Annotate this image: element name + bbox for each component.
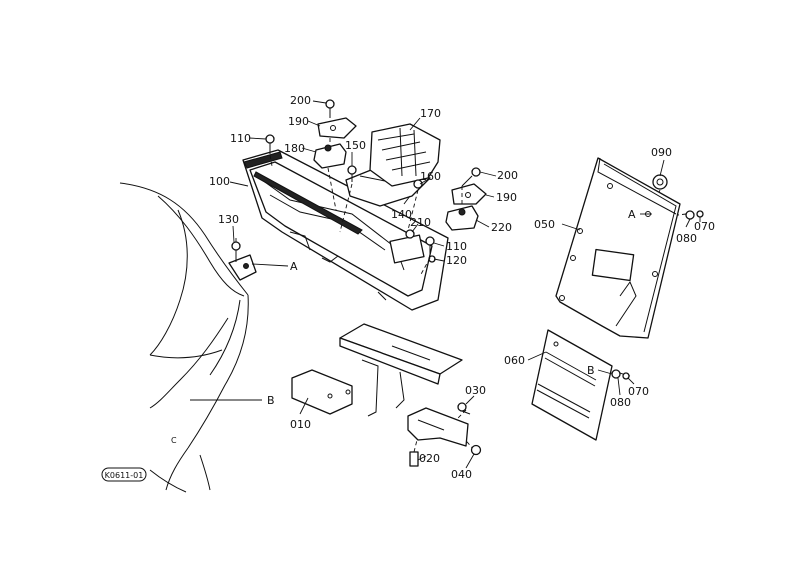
- bolt-020-stud: [409, 451, 419, 467]
- callout-labels: 200 190 180 110 100 130 150 170 160 200 …: [209, 94, 715, 481]
- stay-bracket-020: [407, 407, 469, 447]
- callout-010: 010: [290, 418, 311, 431]
- plate-190-left: [317, 117, 357, 139]
- plate-190-right: [451, 183, 487, 205]
- ref-a-left: A: [290, 260, 298, 273]
- callout-210: 210: [410, 216, 431, 229]
- ref-c-mark: C: [171, 436, 177, 445]
- callout-190-left: 190: [288, 115, 309, 128]
- callout-200-left: 200: [290, 94, 311, 107]
- ref-b-left: B: [267, 394, 275, 407]
- callout-140: 140: [391, 208, 412, 221]
- fastener-080-070-lower: [611, 369, 630, 380]
- callout-080-lower: 080: [610, 396, 631, 409]
- rubber-mount-220: [445, 205, 479, 231]
- leader-lines: [190, 100, 701, 469]
- callout-150: 150: [345, 139, 366, 152]
- bolt-110-right: [425, 236, 435, 256]
- bolt-110-left: [265, 134, 275, 154]
- bolt-200-right: [461, 167, 481, 187]
- callout-080-upper: 080: [676, 232, 697, 245]
- callout-170: 170: [420, 107, 441, 120]
- boot-cover-170: [369, 123, 441, 187]
- nut-160: [413, 179, 423, 189]
- bolt-200-left: [325, 99, 335, 118]
- callout-100: 100: [209, 175, 230, 188]
- fender-body-panel: [119, 182, 249, 493]
- lower-plate-060: [531, 329, 613, 441]
- callout-090: 090: [651, 146, 672, 159]
- nut-040: [470, 444, 482, 456]
- grommet-090: [652, 174, 668, 190]
- callout-180: 180: [284, 142, 305, 155]
- dash-panel-frame-100: [242, 149, 449, 311]
- ref-a-right: A: [628, 208, 636, 221]
- callout-020: 020: [419, 452, 440, 465]
- diagram-id-text: K0611-01: [105, 471, 144, 480]
- callout-050: 050: [534, 218, 555, 231]
- side-panel-050: [555, 157, 681, 339]
- callout-070-upper: 070: [694, 220, 715, 233]
- callout-040: 040: [451, 468, 472, 481]
- callout-190-right: 190: [496, 191, 517, 204]
- bolt-030: [457, 402, 471, 415]
- reference-marks: A A B B C: [171, 208, 636, 445]
- callout-030: 030: [465, 384, 486, 397]
- bolt-130: [228, 241, 257, 281]
- rubber-mount-180: [313, 143, 347, 169]
- callout-110-left: 110: [230, 132, 251, 145]
- callout-130: 130: [218, 213, 239, 226]
- lower-bracket-010: [291, 323, 463, 417]
- callout-070-lower: 070: [628, 385, 649, 398]
- diagram-id-badge: K0611-01: [101, 467, 147, 482]
- ref-b-right: B: [587, 364, 595, 377]
- callout-220: 220: [491, 221, 512, 234]
- callout-060: 060: [504, 354, 525, 367]
- callout-120: 120: [446, 254, 467, 267]
- callout-110-right: 110: [446, 240, 467, 253]
- callout-160: 160: [420, 170, 441, 183]
- callout-200-right: 200: [497, 169, 518, 182]
